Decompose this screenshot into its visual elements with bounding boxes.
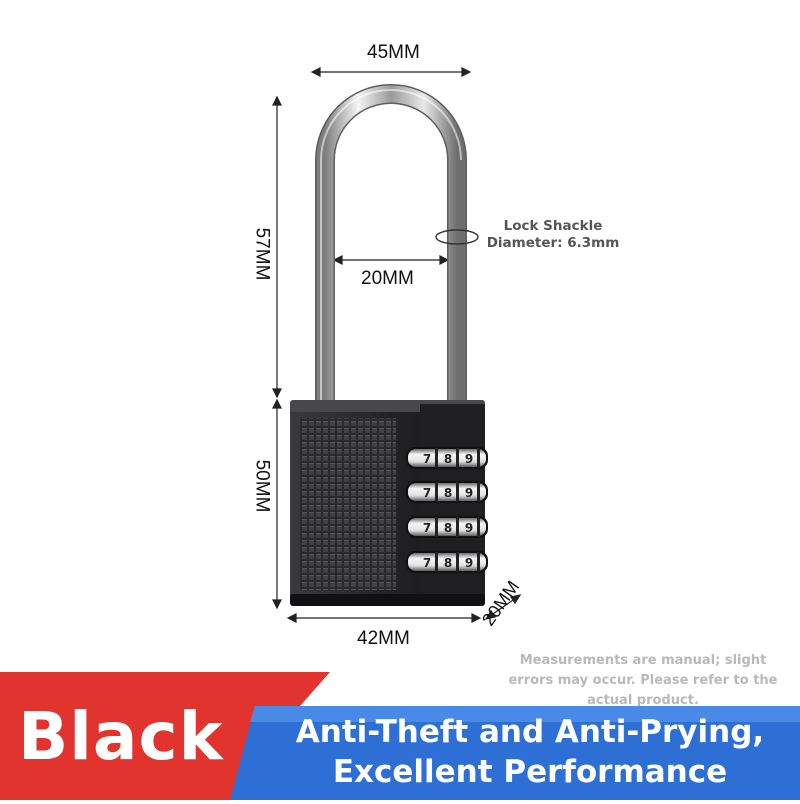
dial-digit: 8 (444, 486, 452, 500)
shackle (315, 84, 467, 400)
dial-digit: 9 (465, 521, 473, 535)
shackle-diameter-note: Lock Shackle Diameter: 6.3mm (478, 218, 628, 252)
shackle-note-line2: Diameter: 6.3mm (486, 235, 620, 251)
dial-digit: 7 (423, 521, 431, 535)
color-name-label: Black (18, 698, 224, 775)
shackle-note-line1: Lock Shackle (503, 218, 603, 234)
measurement-disclaimer: Measurements are manual; slight errors m… (508, 653, 778, 708)
shackle-width-label: 45MM (367, 42, 420, 63)
tagline-line2: Excellent Performance (332, 754, 728, 790)
body-height-label: 50MM (251, 459, 273, 513)
tagline: Anti-Theft and Anti-Prying, Excellent Pe… (270, 712, 790, 792)
dial-digit: 7 (423, 452, 431, 466)
dial-digit: 8 (444, 452, 452, 466)
dial-digit: 8 (444, 521, 452, 535)
body-width-label: 42MM (357, 628, 410, 649)
dial-digit: 7 (423, 486, 431, 500)
dimension-lines (272, 67, 522, 623)
diameter-marker (435, 229, 479, 245)
dial-digit: 9 (465, 452, 473, 466)
dial-digit: 7 (423, 556, 431, 570)
dial-digit: 9 (465, 556, 473, 570)
tagline-line1: Anti-Theft and Anti-Prying, (295, 714, 765, 750)
dial-digit: 8 (444, 556, 452, 570)
shackle-inner-width-label: 20MM (361, 268, 414, 289)
banner-shape (0, 672, 800, 800)
shackle-height-label: 57MM (251, 227, 273, 281)
dial-digit: 9 (465, 486, 473, 500)
